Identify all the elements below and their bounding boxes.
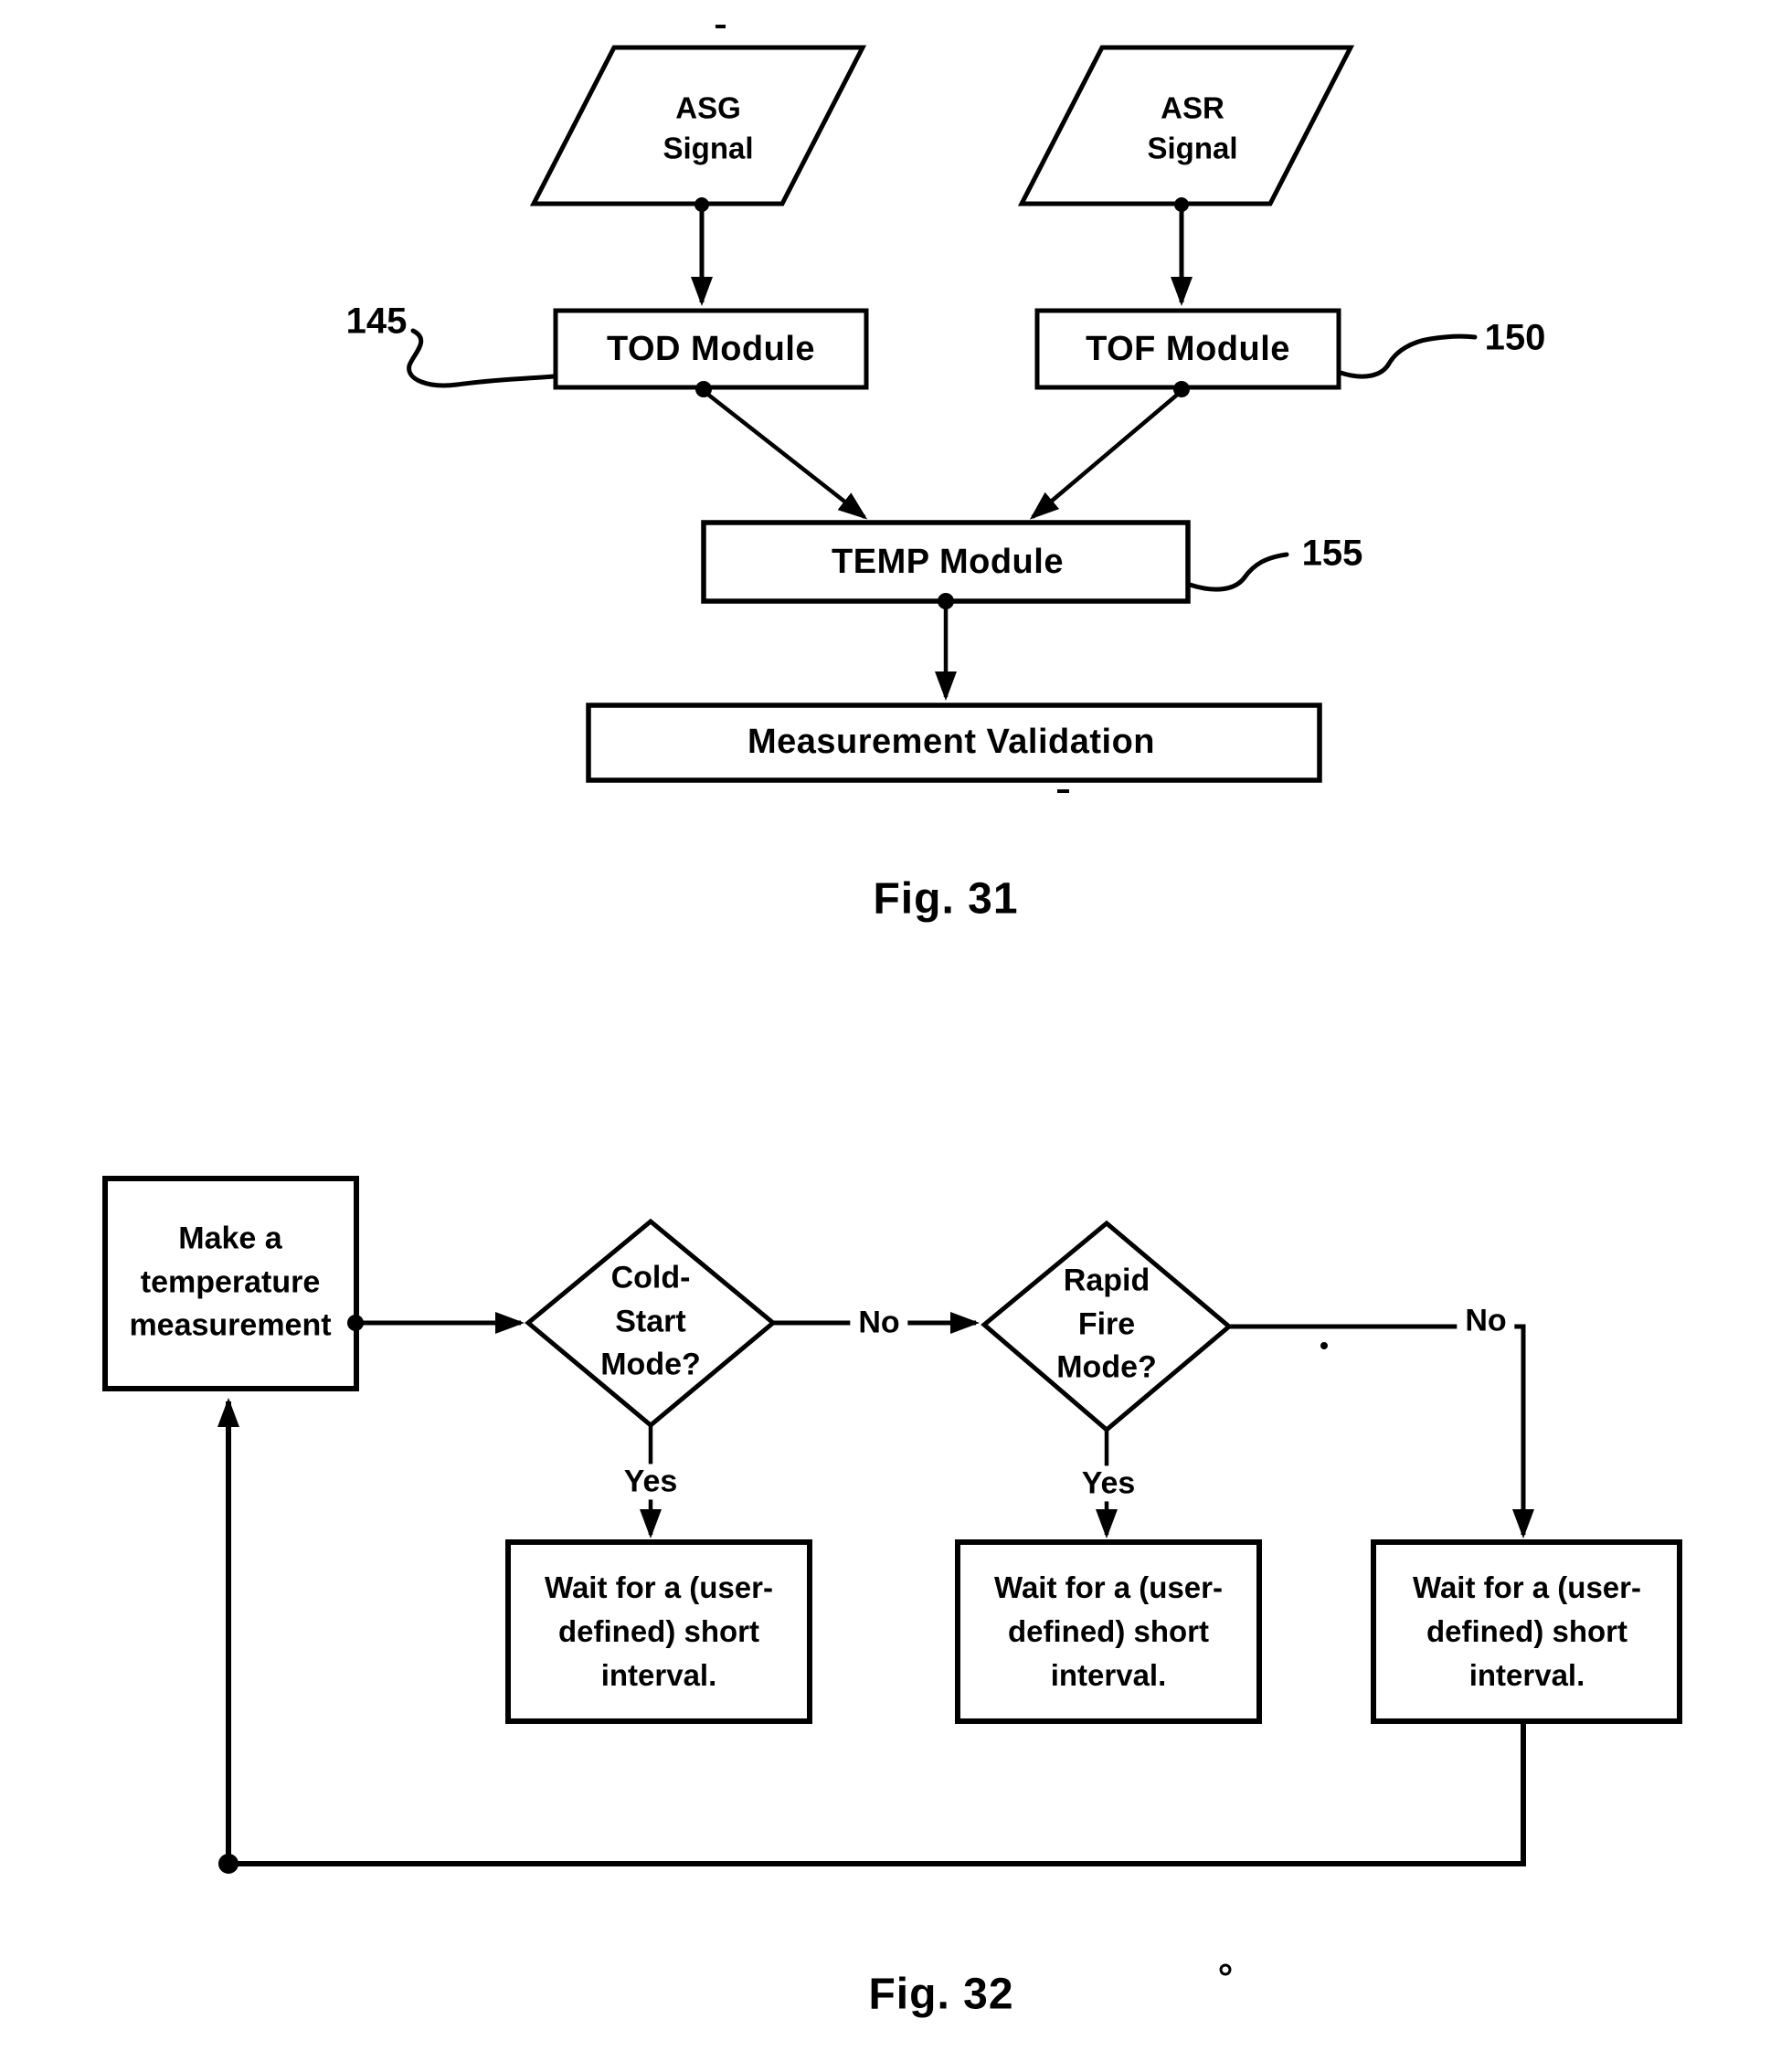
temp-output-dot <box>938 593 954 609</box>
ref-150-leader-line <box>1338 333 1478 379</box>
scan-artifact-ring <box>1219 1963 1232 1976</box>
cold-start-yes-label: Yes <box>615 1464 686 1500</box>
scan-artifact-dot <box>1320 1342 1328 1349</box>
scan-artifact-dash <box>716 25 726 28</box>
make-measurement-label: Make a temperature measurement <box>129 1221 332 1343</box>
asg-signal-label: ASG Signal <box>663 90 754 164</box>
ref-145-leader-line <box>407 328 557 388</box>
asg-signal-parallelogram <box>529 45 867 206</box>
wait-interval-label-3: Wait for a (user- defined) short interva… <box>1413 1570 1641 1692</box>
ref-150: 150 <box>1484 317 1546 358</box>
loop-back-line <box>217 1398 1526 1866</box>
asg-output-dot <box>694 197 709 212</box>
measurement-output-dot <box>347 1315 364 1331</box>
fig31-caption: Fig. 31 <box>873 874 1019 924</box>
wait-interval-box-2 <box>955 1539 1262 1724</box>
rapid-fire-yes-label: Yes <box>1073 1465 1144 1502</box>
ref-155-leader-line <box>1187 552 1289 592</box>
cold-start-no-label: No <box>850 1305 908 1341</box>
wait-interval-label-2: Wait for a (user- defined) short interva… <box>994 1570 1223 1692</box>
tod-module-label: TOD Module <box>606 330 816 369</box>
asr-signal-parallelogram <box>1017 45 1355 206</box>
wait-interval-box-1 <box>505 1539 812 1724</box>
arrow-tod-to-temp <box>702 389 868 520</box>
tod-module-box <box>553 308 869 390</box>
measurement-validation-box <box>586 703 1322 783</box>
measurement-validation-label: Measurement Validation <box>747 723 1156 762</box>
wait-interval-box-3 <box>1371 1539 1682 1724</box>
asr-output-dot <box>1174 197 1189 212</box>
ref-145: 145 <box>345 301 408 342</box>
rapid-fire-label: Rapid Fire Mode? <box>1056 1263 1157 1385</box>
scan-artifact-dash-2 <box>1057 789 1069 793</box>
asr-signal-label: ASR Signal <box>1147 90 1238 164</box>
fig32-caption: Fig. 32 <box>868 1970 1014 2019</box>
loop-corner-dot <box>218 1854 239 1874</box>
tof-module-label: TOF Module <box>1086 330 1290 369</box>
temp-module-label: TEMP Module <box>832 543 1064 582</box>
cold-start-label: Cold- Start Mode? <box>600 1260 701 1382</box>
arrow-rapidfire-no-to-wait3 <box>1229 1324 1534 1538</box>
ref-155: 155 <box>1301 533 1363 574</box>
temp-module-box <box>701 520 1191 604</box>
wait-interval-label-1: Wait for a (user- defined) short interva… <box>545 1570 773 1692</box>
make-measurement-box <box>102 1176 359 1391</box>
rapid-fire-no-label: No <box>1457 1303 1515 1339</box>
tof-module-box <box>1034 308 1341 390</box>
arrow-tof-to-temp <box>1029 389 1183 520</box>
